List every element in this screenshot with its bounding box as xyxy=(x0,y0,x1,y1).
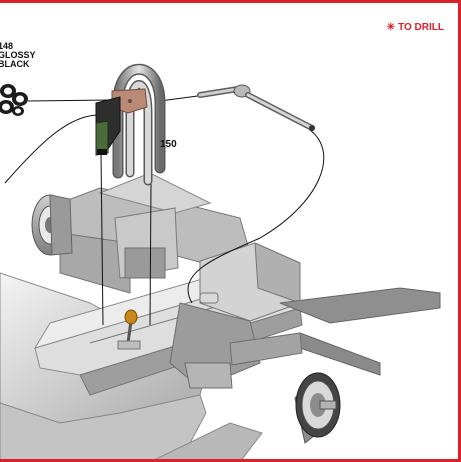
roll-hoop xyxy=(111,63,166,186)
mounting-brackets xyxy=(95,96,121,156)
paint-code: 148 xyxy=(0,41,14,51)
paint-callout: 148 GLOSSY BLACK xyxy=(0,42,36,69)
part-number-label: 150 xyxy=(160,139,177,150)
assembly-guide-lines xyxy=(4,94,325,326)
mirror-arm xyxy=(197,84,315,131)
suspension-block xyxy=(169,242,441,389)
paint-finish-line1: GLOSSY xyxy=(0,50,36,60)
paint-finish-line2: BLACK xyxy=(0,59,30,69)
black-ring-part xyxy=(0,84,28,116)
assembly-illustration xyxy=(0,63,441,459)
drill-star-icon: ✳ xyxy=(386,22,396,33)
front-frame xyxy=(59,172,251,294)
wheel-hub-left xyxy=(31,194,73,256)
wheel-hub-right xyxy=(294,371,341,444)
drill-legend: ✳TO DRILL xyxy=(386,22,444,33)
drill-legend-text: TO DRILL xyxy=(398,22,444,33)
shift-lever xyxy=(117,309,141,350)
